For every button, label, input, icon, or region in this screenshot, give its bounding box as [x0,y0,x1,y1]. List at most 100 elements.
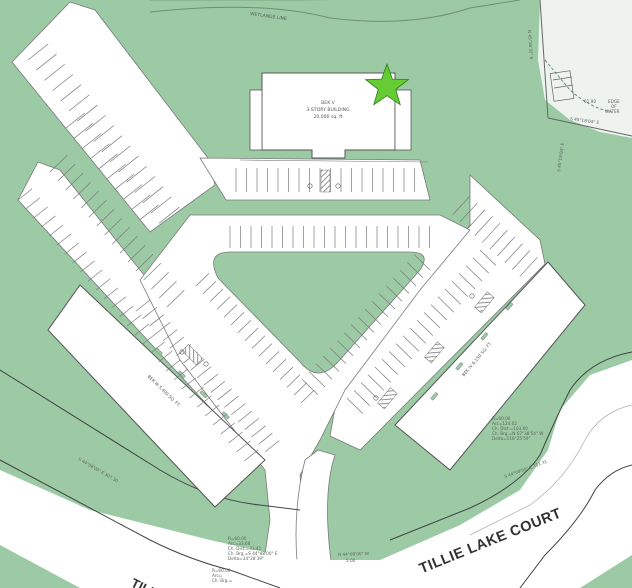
parking-stall-line [196,366,212,379]
parking-stripes [17,43,538,462]
parking-stall-line [409,327,427,344]
parking-stall-line [224,395,239,408]
parking-stall-line [230,312,245,326]
building-bek-iv [394,261,586,471]
parking-stall-line [504,243,523,264]
parking-stall-line [244,418,260,430]
parking-stall-line [388,351,406,368]
parking-stall-line [44,64,65,81]
parking-stall-line [95,278,111,291]
parking-stall-line [264,440,280,453]
parking-stall-line [73,181,91,200]
parking-stall-line [489,229,508,250]
parking-stall-line [315,363,333,380]
parking-stall-line [237,319,252,334]
parking-stall-line [212,413,228,426]
bearing-label-right-1: S 45°18'04" E [570,116,600,125]
parking-stall-line [437,296,455,313]
parking-stall-line [73,123,94,139]
parking-stall-line [131,194,151,210]
curve-3-chord-bearing: Ch. Brg.= [212,578,233,583]
curve-2-radius: R=60.00 [228,536,247,541]
upper-right-ground [538,0,632,138]
parking-stall-line [90,143,110,159]
parking-stall-line [151,271,169,290]
parking-stall-line [93,125,115,142]
access-road [295,449,336,588]
parking-stall-line [56,233,72,246]
parking-stall-line [135,253,154,272]
parking-stall-line [378,293,396,310]
parking-stall-line [127,244,146,263]
parking-stall-line [87,269,103,282]
location-star-icon[interactable] [364,62,410,106]
parking-stall-line [228,431,243,444]
parking-stall-line [33,206,48,219]
parking-stall-line [444,288,462,305]
parking-stall-line [25,197,41,210]
parking-stall-line [134,176,156,193]
parking-stall-line [60,84,82,102]
parking-stall-line [251,425,266,438]
parking-stall-line [52,74,74,91]
parking-stall-line [350,324,368,341]
parking-stall-line [112,226,130,245]
parking-stall-line [244,327,259,341]
parking-stall-line [82,133,102,149]
parking-stall-line [402,335,420,352]
curve-3-arc: Arc= [212,573,223,578]
parking-stall-line [258,432,273,445]
parking-stall-line [111,296,126,309]
parking-stall-line [158,350,173,363]
parking-stall-line [49,154,68,173]
curve-table-1: R=60.00 Arc=124.02 Ch. Dist.=103.00 Ch. … [492,416,543,441]
parking-stall-line [166,289,185,308]
wetlands-line-label: WETLANDS LINE [250,11,288,22]
parking-stall-line [301,379,319,396]
parking-stall-line [209,288,224,302]
parking-stall-line [80,190,99,209]
parking-stall-line [135,299,151,312]
accessible-stall-right-2 [424,341,445,364]
curve-table-2: R=60.00 Arc=33.68 Ch. Dist.=33.41 Ch. Br… [228,536,278,561]
parking-stall-line [343,332,361,349]
parking-stall-line [237,410,253,423]
parking-stall-line [430,304,448,321]
parking-stall-line [413,254,431,271]
parking-stall-line [293,382,308,396]
parking-stall-line [165,359,181,372]
parking-stall-line [149,314,164,327]
parking-stall-line [479,249,497,266]
parking-stall-line [150,341,165,354]
curve-table-3: R=60.00 Arc= Ch. Brg.= [212,568,233,583]
parking-stall-line [103,287,119,300]
parking-stall-line [65,112,85,129]
building-bek-v-label-2: 3-STORY BUILDING [306,107,350,113]
parking-stall-line [109,145,131,163]
parking-stall-line [41,215,56,228]
parking-stall-line [474,216,493,236]
parking-stall-line [300,390,315,404]
tillie-lake-court-road [0,360,632,588]
parking-stall-line [197,395,212,408]
parking-stall-line [243,449,259,462]
property-line-right [547,117,632,137]
parking-stall-line [76,104,98,122]
parking-stall-line [98,153,118,170]
parking-stall-line [35,53,57,71]
parking-stall-line [126,314,142,327]
parking-stall-line [189,386,204,399]
accessible-stall-right-1 [474,291,495,314]
parking-stall-line [230,403,246,416]
parking-stall-line [519,256,538,277]
parking-stall-line [223,304,238,318]
parking-stall-line [202,280,217,295]
parking-stall-line [139,204,159,221]
parking-stall-line [364,308,382,325]
parking-stall-line [150,196,172,214]
accessible-icon [179,349,185,355]
parking-stall-line [392,277,410,294]
accessible-icon [307,183,313,189]
parking-stall-line [452,195,471,216]
walkway-line [239,159,429,163]
